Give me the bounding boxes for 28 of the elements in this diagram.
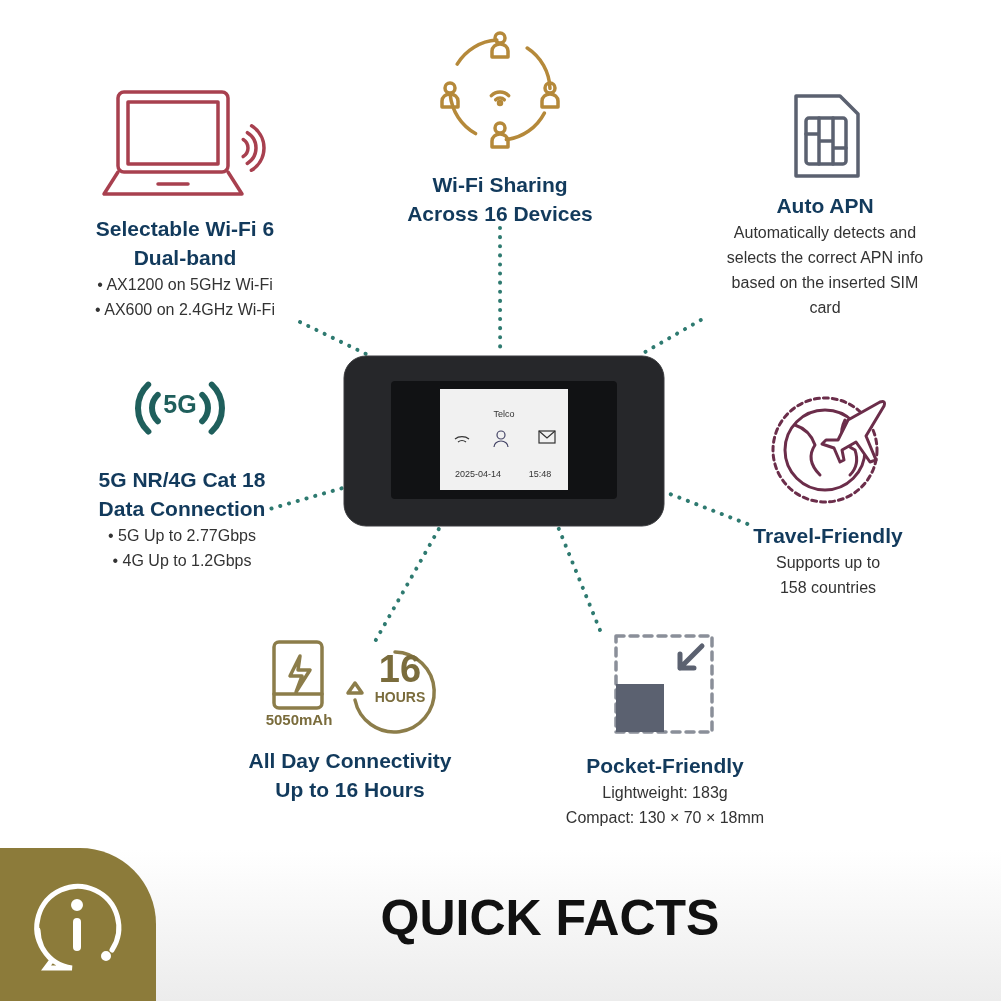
feature-heading: All Day Connectivity Up to 16 Hours <box>247 748 453 803</box>
page-title: QUICK FACTS <box>379 889 721 948</box>
feature-detail: Compact: 130 × 70 × 18mm <box>565 808 765 828</box>
feature-heading: Pocket-Friendly <box>586 753 744 779</box>
feature-description: Supports up to 158 countries <box>774 553 882 598</box>
feature-detail: • 4G Up to 1.2Gbps <box>112 551 252 571</box>
feature-heading: 5G NR/4G Cat 18 Data Connection <box>97 467 267 522</box>
feature-detail: • AX600 on 2.4GHz Wi-Fi <box>95 300 275 320</box>
leader-line <box>373 525 442 642</box>
feature-heading: Travel-Friendly <box>753 523 903 549</box>
screen-label: Telco <box>492 410 516 419</box>
feature-heading: Wi-Fi Sharing Across 16 Devices <box>406 172 594 227</box>
capacity-label: 5050mAh <box>264 712 334 727</box>
leader-line <box>556 525 602 632</box>
feature-heading: Auto APN <box>776 193 874 219</box>
hotspot-device-drawing <box>343 355 665 527</box>
screen-time: 15:48 <box>527 470 553 479</box>
feature-detail: • 5G Up to 2.77Gbps <box>108 526 256 546</box>
leader-line <box>269 485 345 511</box>
screen-date: 2025-04-14 <box>453 470 502 479</box>
icon-label: HOURS <box>373 690 427 704</box>
feature-detail: Lightweight: 183g <box>602 783 728 803</box>
icon-label: 5G <box>162 392 198 417</box>
feature-detail: • AX1200 on 5GHz Wi-Fi <box>97 275 273 295</box>
feature-description: Automatically detects and selects the correct APN info based on the inserted SIM card <box>725 223 925 318</box>
icon-number: 16 <box>377 650 423 688</box>
feature-heading: Selectable Wi-Fi 6 Dual-band <box>94 216 276 271</box>
leader-line <box>298 320 371 357</box>
